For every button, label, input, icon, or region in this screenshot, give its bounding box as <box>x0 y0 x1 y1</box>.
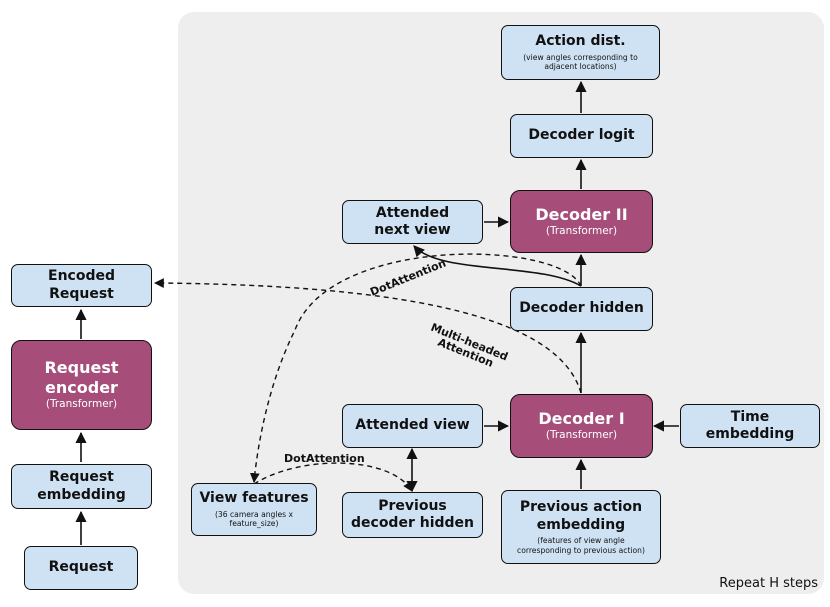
request-encoder-sub: (Transformer) <box>45 398 118 411</box>
decoder-1-sub: (Transformer) <box>545 429 618 442</box>
attended-next-view-node: Attended next view <box>342 200 483 244</box>
decoder-logit-label: Decoder logit <box>528 127 635 144</box>
decoder-hidden-node: Decoder hidden <box>510 287 653 331</box>
decoder-logit-node: Decoder logit <box>510 114 653 158</box>
previous-action-embedding-node: Previous action embedding (features of v… <box>501 490 661 564</box>
repeat-steps-label: Repeat H steps <box>719 576 818 591</box>
edge-dotattention-bottom <box>253 462 413 492</box>
edge-hidden-to-attnext <box>413 245 582 287</box>
decoder-1-node: Decoder I (Transformer) <box>510 394 653 458</box>
edge-label-dotattention-top: DotAttention <box>368 257 448 299</box>
view-features-node: View features (36 camera angles x featur… <box>191 483 317 536</box>
action-dist-label: Action dist. <box>535 33 626 50</box>
request-label: Request <box>48 559 114 576</box>
decoder-2-node: Decoder II (Transformer) <box>510 190 653 253</box>
view-features-detail: (36 camera angles x feature_size) <box>214 509 294 529</box>
edge-label-dotattention-bottom: DotAttention <box>284 452 365 465</box>
edge-dotattention-top <box>249 253 582 483</box>
decoder-2-sub: (Transformer) <box>545 224 618 237</box>
attended-view-node: Attended view <box>342 404 483 448</box>
attended-view-label: Attended view <box>355 417 470 434</box>
previous-decoder-hidden-label: Previous decoder hidden <box>351 497 474 532</box>
previous-action-embedding-label: Previous action embedding <box>519 499 643 533</box>
action-dist-node: Action dist. (view angles corresponding … <box>501 25 660 80</box>
time-embedding-label: Time embedding <box>705 408 795 443</box>
request-node: Request <box>24 546 138 590</box>
decoder-2-label: Decoder II <box>535 204 628 224</box>
request-embedding-node: Request embedding <box>11 464 152 509</box>
attended-next-view-label: Attended next view <box>374 204 451 239</box>
request-embedding-label: Request embedding <box>37 469 126 503</box>
view-features-label: View features <box>199 490 309 507</box>
decoder-hidden-label: Decoder hidden <box>519 300 644 317</box>
action-dist-detail: (view angles corresponding to adjacent l… <box>523 52 638 72</box>
time-embedding-node: Time embedding <box>680 404 820 448</box>
request-encoder-label: Request encoder <box>44 358 119 398</box>
encoded-request-node: Encoded Request <box>11 264 152 307</box>
encoded-request-label: Encoded Request <box>48 268 115 302</box>
decoder-1-label: Decoder I <box>538 409 625 429</box>
previous-decoder-hidden-node: Previous decoder hidden <box>342 492 483 538</box>
previous-action-embedding-detail: (features of view angle corresponding to… <box>517 536 645 555</box>
request-encoder-node: Request encoder (Transformer) <box>11 340 152 430</box>
